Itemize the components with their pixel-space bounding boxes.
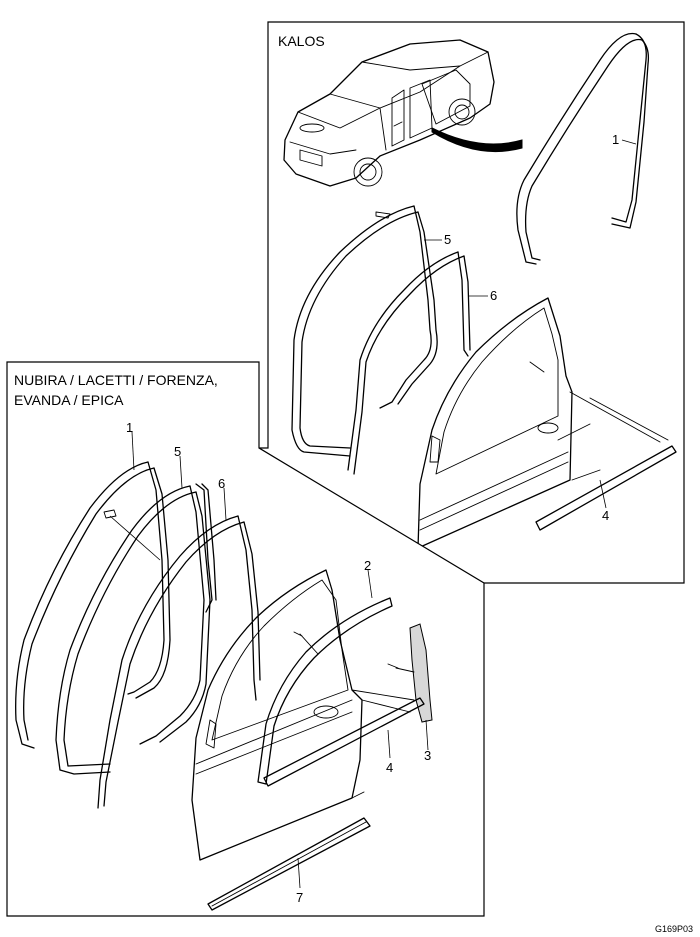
kalos-title: KALOS [278,33,325,49]
nubira-part-1-weatherstrip: 1 [15,420,171,749]
kalos-car-illustration [283,39,523,187]
nubira-title-line2: EVANDA / EPICA [14,392,124,408]
nubira-title-line1: NUBIRA / LACETTI / FORENZA, [14,372,218,388]
nubira-part-4-moulding: 4 [263,697,425,787]
nubira-part-2-frame-moulding: 2 [257,558,393,785]
nubira-part-5-weatherstrip: 5 [55,444,211,775]
kalos-part-4-moulding: 4 [535,397,677,531]
nubira-callout-4: 4 [386,760,393,775]
nubira-door [191,569,415,861]
nubira-part-7-side-moulding: 7 [207,817,371,911]
nubira-callout-5: 5 [174,444,181,459]
nubira-callout-1: 1 [126,420,133,435]
nubira-panel-border [6,361,485,917]
nubira-callout-6: 6 [218,476,225,491]
kalos-part-1-weatherstrip: 1 [516,32,650,265]
kalos-callout-1: 1 [612,132,619,147]
drawing-code: G169P03 [655,924,693,934]
nubira-part-3-pillar-garnish: 3 [387,623,433,763]
nubira-part-6-window-channel: 6 [97,476,261,809]
nubira-callout-2: 2 [364,558,371,573]
kalos-door [417,297,661,549]
nubira-panel: NUBIRA / LACETTI / FORENZA, EVANDA / EPI… [6,361,485,917]
nubira-callout-3: 3 [424,748,431,763]
nubira-callout-7: 7 [296,890,303,905]
kalos-callout-5: 5 [444,232,451,247]
door-callout-swoosh [431,127,523,153]
kalos-part-5-door-weatherstrip: 5 [291,205,451,457]
kalos-callout-6: 6 [490,288,497,303]
kalos-panel: KALOS [256,21,685,584]
kalos-part-6-window-channel: 6 [347,251,497,475]
kalos-callout-4: 4 [602,508,609,523]
